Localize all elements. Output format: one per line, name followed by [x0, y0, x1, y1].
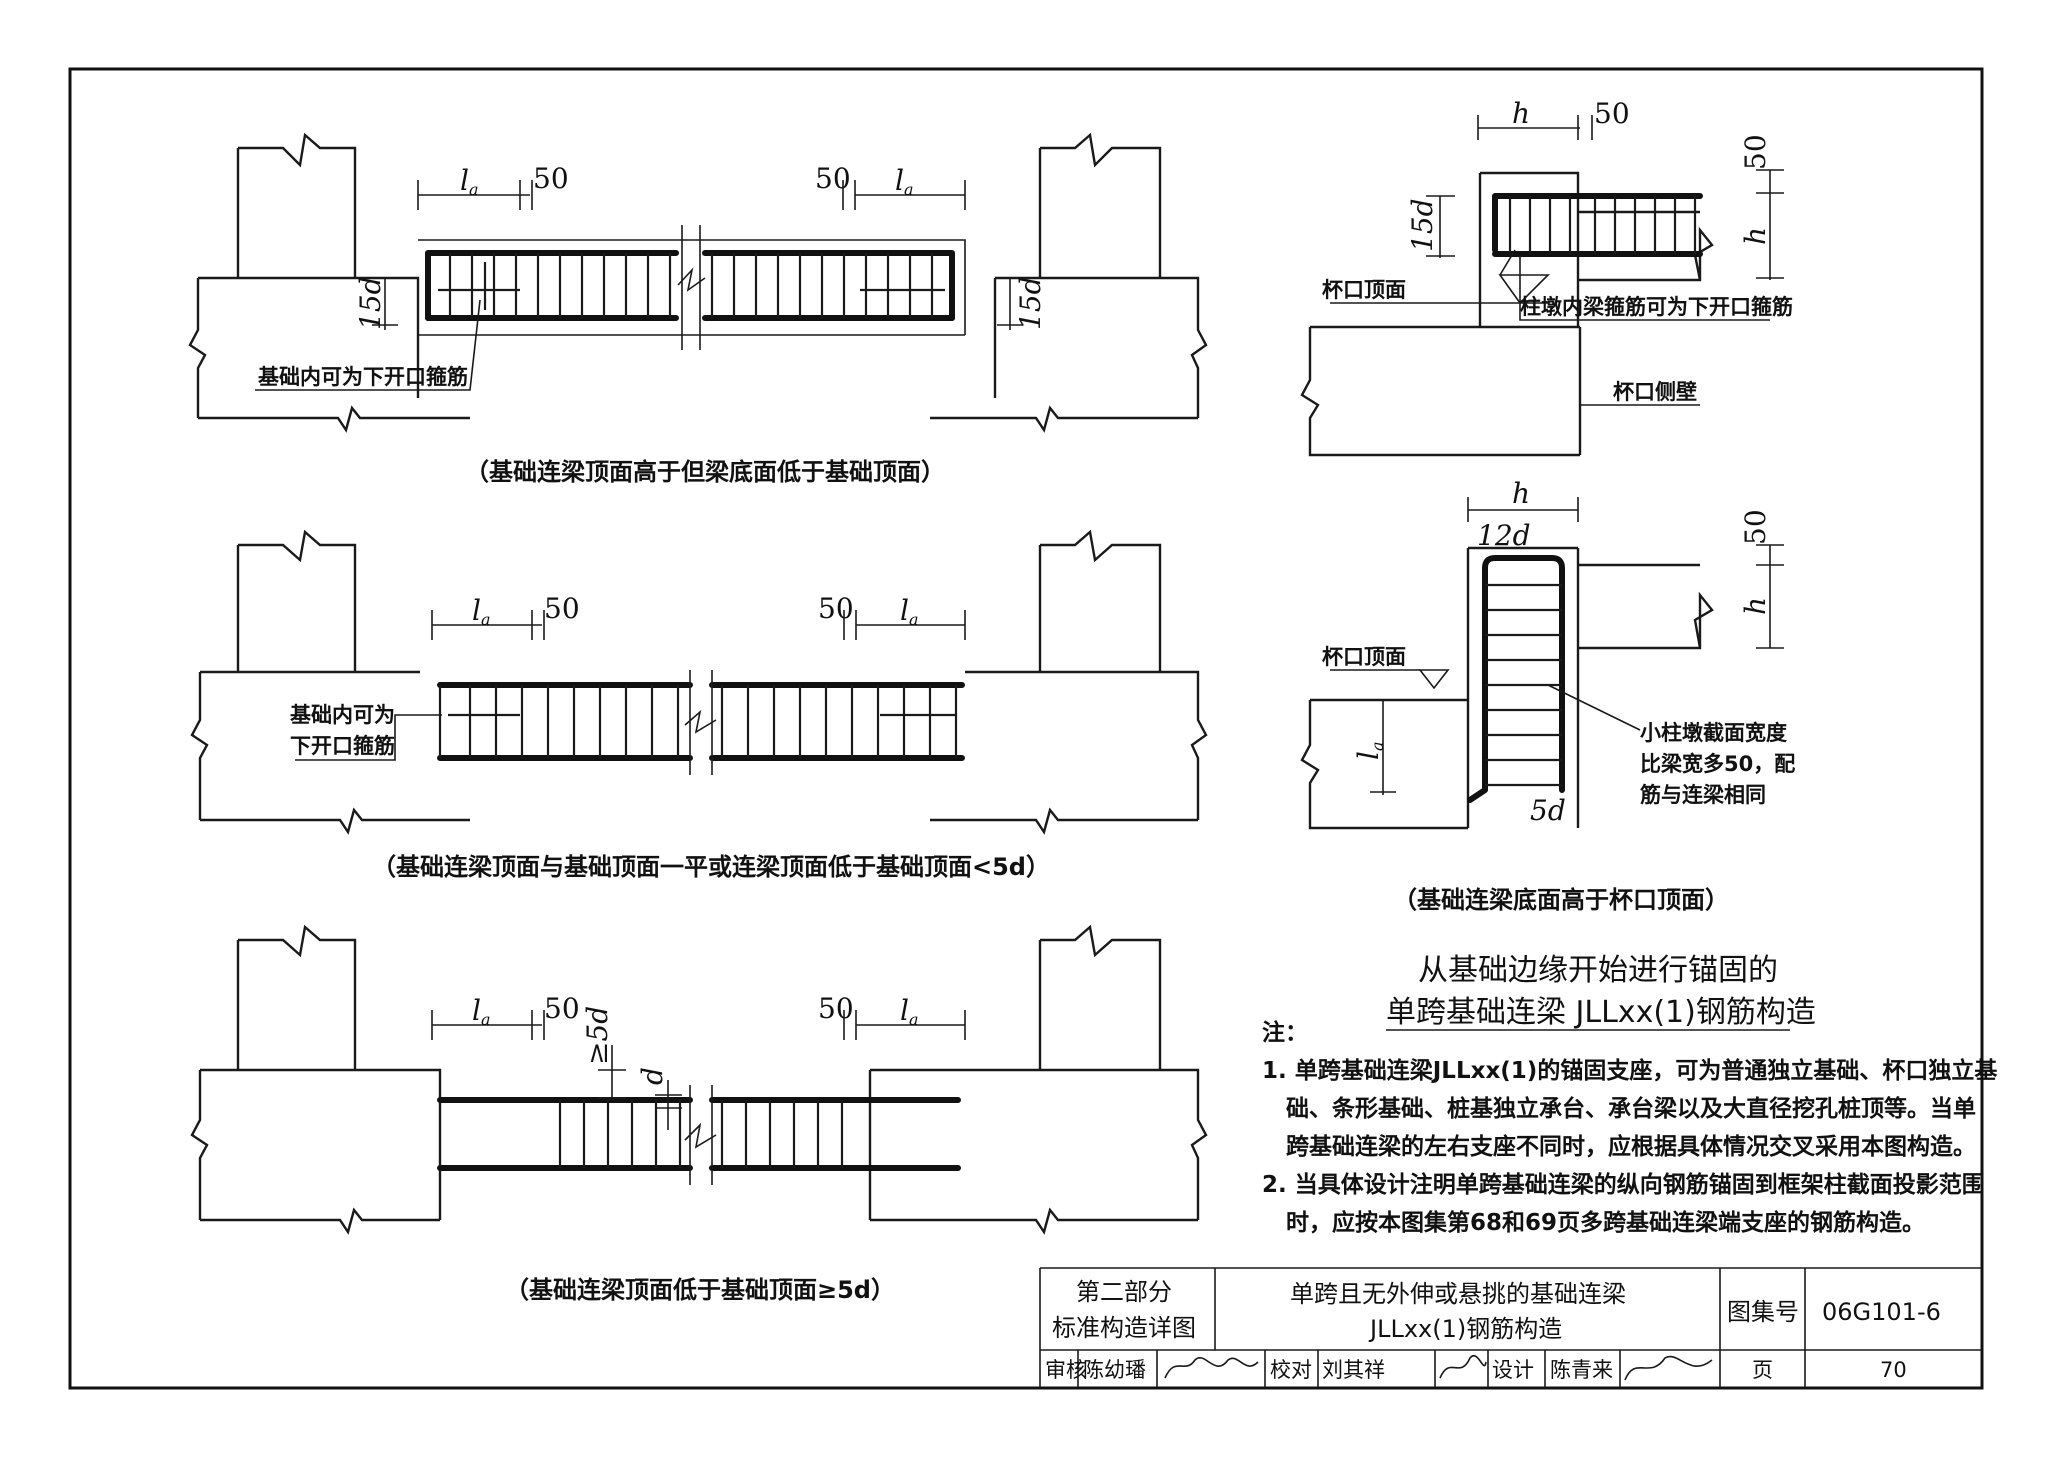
tb-part: 第二部分: [1076, 1278, 1172, 1306]
note-2-line-2: 时，应按本图集第68和69页多跨基础连梁端支座的钢筋构造。: [1286, 1209, 1925, 1236]
tb-check-label: 校对: [1270, 1358, 1312, 1382]
tb-title-1: 单跨且无外伸或悬挑的基础连梁: [1290, 1280, 1626, 1308]
note-2-line-1: 2. 当具体设计注明单跨基础连梁的纵向钢筋锚固到框架柱截面投影范围: [1262, 1171, 1985, 1198]
fig2-note-2: 下开口箍筋: [290, 734, 395, 758]
heading-line-2: 单跨基础连梁 JLLxx(1)钢筋构造: [1386, 995, 1816, 1030]
note-1-line-3: 跨基础连梁的左右支座不同时，应根据具体情况交叉采用本图构造。: [1286, 1133, 1976, 1160]
fig2-la-left: la: [472, 594, 491, 629]
note-1-line-1: 1. 单跨基础连梁JLLxx(1)的锚固支座，可为普通独立基础、杯口独立基: [1262, 1057, 1998, 1084]
fig3-50-right: 50: [818, 992, 854, 1025]
tb-part-sub: 标准构造详图: [1052, 1314, 1196, 1342]
fig5-note-2: 比梁宽多50，配: [1640, 752, 1795, 776]
figure-5: 杯口顶面 h 12d 50 h la 5d 小柱墩截面宽度 比梁宽多50，配 筋…: [1300, 477, 1795, 914]
tb-page-no: 70: [1880, 1358, 1907, 1382]
tb-atlas-label: 图集号: [1727, 1298, 1799, 1326]
fig3-d: d: [636, 1067, 669, 1085]
fig5-5d: 5d: [1530, 794, 1566, 827]
fig4-15d: 15d: [1406, 198, 1439, 252]
fig5-la: la: [1352, 741, 1387, 760]
fig4-h-side: h: [1739, 227, 1772, 245]
fig4-cup-wall: 杯口侧壁: [1613, 380, 1697, 404]
heading-line-1: 从基础边缘开始进行锚固的: [1418, 953, 1778, 988]
fig2-note-1: 基础内可为: [290, 703, 395, 727]
fig5-h-side: h: [1739, 597, 1772, 615]
fig1-caption: （基础连梁顶面高于但梁底面低于基础顶面）: [465, 458, 945, 486]
fig4-50-top: 50: [1594, 97, 1630, 130]
fig1-50-left: 50: [533, 162, 569, 195]
tb-title-2: JLLxx(1)钢筋构造: [1368, 1315, 1562, 1343]
sheet-border: [68, 67, 1984, 1390]
figure-4: h 50 15d 50 h 杯口顶面 柱墩内梁箍筋可为下开口箍筋 杯口侧壁: [1300, 97, 1793, 457]
fig2-caption: （基础连梁顶面与基础顶面一平或连梁顶面低于基础顶面<5d）: [372, 853, 1050, 881]
fig5-cup-top: 杯口顶面: [1322, 645, 1406, 669]
tb-design-name: 陈青来: [1550, 1358, 1613, 1382]
fig1-15d-left: 15d: [354, 276, 387, 330]
fig1-note: 基础内可为下开口箍筋: [258, 365, 468, 389]
fig3-ge5d: ≥5d: [581, 1006, 614, 1065]
fig4-h-top: h: [1512, 97, 1530, 130]
notes-label: 注：: [1262, 1019, 1308, 1046]
tb-check-name: 刘其祥: [1322, 1358, 1385, 1382]
fig3-la-right: la: [900, 994, 919, 1029]
fig1-la-left: la: [460, 164, 479, 199]
fig5-12d: 12d: [1477, 519, 1531, 552]
fig3-caption: （基础连梁顶面低于基础顶面≥5d）: [505, 1276, 895, 1304]
figure-2: la 50 50 la 基础内可为 下开口箍筋 （基础连梁顶面与基础顶面一平或连…: [190, 529, 1208, 881]
tb-page-label: 页: [1752, 1358, 1773, 1382]
tb-atlas-no: 06G101-6: [1822, 1298, 1941, 1326]
fig45-caption: （基础连梁底面高于杯口顶面）: [1393, 886, 1729, 914]
fig2-la-right: la: [900, 594, 919, 629]
fig1-stirrups: [438, 253, 945, 318]
figure-1: la 50 50 la 15d 15d 基础内可为下开口箍筋 （基础连梁顶面高于…: [188, 132, 1208, 486]
fig5-h-top: h: [1512, 477, 1530, 510]
fig3-50-left: 50: [544, 992, 580, 1025]
fig2-50-right: 50: [818, 592, 854, 625]
fig4-cup-top: 杯口顶面: [1322, 278, 1406, 302]
tb-review-label: 审核: [1045, 1358, 1087, 1382]
fig4-50-side: 50: [1739, 134, 1772, 170]
note-1-line-2: 础、条形基础、桩基独立承台、承台梁以及大直径挖孔桩顶等。当单: [1286, 1095, 1976, 1122]
fig1-15d-right: 15d: [1014, 276, 1047, 330]
fig5-note-1: 小柱墩截面宽度: [1640, 721, 1787, 745]
fig3-la-left: la: [472, 994, 491, 1029]
title-block: 第二部分 标准构造详图 单跨且无外伸或悬挑的基础连梁 JLLxx(1)钢筋构造 …: [1039, 1267, 1982, 1388]
fig1-50-right: 50: [815, 162, 851, 195]
tb-review-name: 陈幼璠: [1083, 1358, 1146, 1382]
fig1-la-right: la: [895, 164, 914, 199]
fig4-stirrup-note: 柱墩内梁箍筋可为下开口箍筋: [1520, 295, 1793, 319]
fig5-50-side: 50: [1739, 509, 1772, 545]
figure-3: la 50 50 la ≥5d d （基础连梁顶面低于基础顶面≥5d）: [190, 924, 1208, 1304]
tb-design-label: 设计: [1492, 1358, 1534, 1382]
fig5-note-3: 筋与连梁相同: [1639, 783, 1766, 807]
fig2-50-left: 50: [544, 592, 580, 625]
